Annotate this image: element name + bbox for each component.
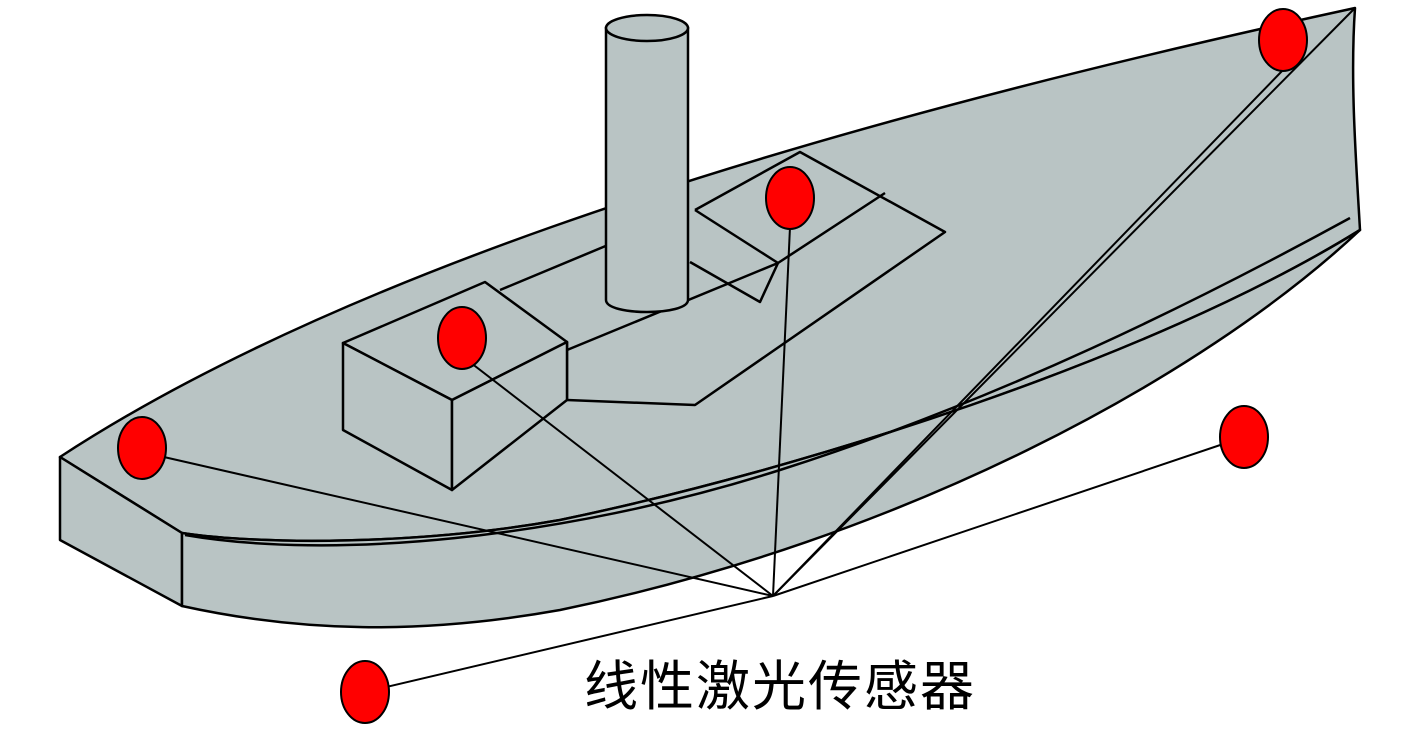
sensor-bottom <box>340 660 390 724</box>
laser-beam-right <box>772 436 1245 597</box>
sensor-right <box>1219 405 1269 469</box>
laser-beam-bow-a <box>772 7 1356 597</box>
funnel-top <box>604 13 690 43</box>
sensor-deckhouse <box>765 166 815 230</box>
funnel-body <box>604 26 690 314</box>
deck-house-rear <box>694 208 779 265</box>
hull-side <box>180 228 1362 629</box>
sensor-stern <box>117 416 167 480</box>
superstructure-platform <box>499 150 947 407</box>
sensor-cabin <box>437 306 487 370</box>
laser-beam-bottom <box>364 595 774 693</box>
laser-beam-cabin <box>461 355 774 597</box>
laser-beam-bow-b <box>772 69 1284 597</box>
laser-beam-deckhouse <box>772 226 791 597</box>
laser-beam-stern <box>141 451 774 597</box>
cabin-side <box>450 340 569 492</box>
diagram-caption: 线性激光传感器 <box>584 655 976 718</box>
sensor-bow <box>1258 8 1308 72</box>
deck-edge-line <box>184 216 1351 547</box>
